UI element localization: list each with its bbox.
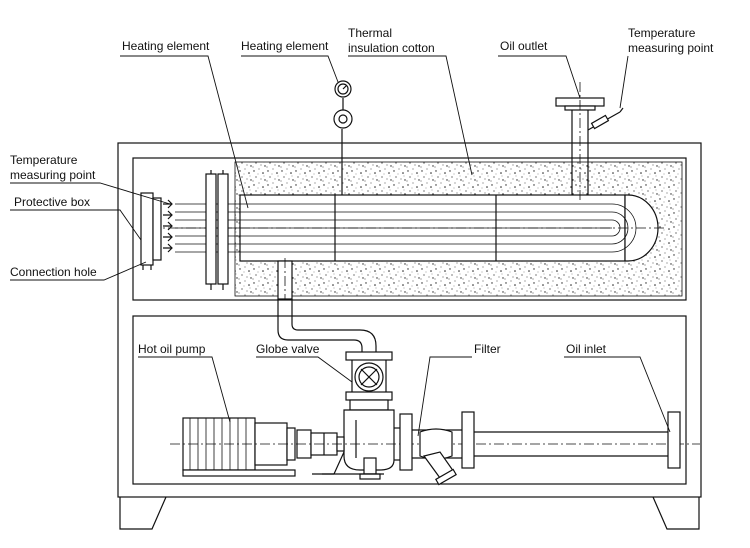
heating-tubes <box>175 203 637 253</box>
pump-casing <box>312 409 395 480</box>
label-protective-box: Protective box <box>14 195 90 209</box>
cabinet-frame <box>117 142 702 530</box>
label-hot-oil-pump: Hot oil pump <box>138 342 206 356</box>
pump-motor <box>182 417 296 477</box>
protective-box <box>140 192 162 270</box>
label-oil-outlet: Oil outlet <box>500 39 548 53</box>
temperature-probe-top <box>587 107 624 131</box>
inlet-pipeline <box>394 411 681 471</box>
label-connection-hole: Connection hole <box>10 265 97 279</box>
oil-outlet-pipe <box>555 82 605 200</box>
label-oil-inlet: Oil inlet <box>566 342 607 356</box>
inlet-flange <box>205 170 229 290</box>
y-strainer-filter <box>419 428 457 486</box>
pressure-gauge <box>333 80 353 195</box>
connecting-pipe <box>277 258 377 358</box>
label-thermal-line1: Thermal <box>348 26 392 40</box>
label-temp-left-line2: measuring point <box>10 168 96 182</box>
heater-shell <box>150 194 665 262</box>
label-heating-element-gauge: Heating element <box>241 39 329 53</box>
gauge-icon <box>334 80 352 98</box>
label-temp-top-line1: Temperature <box>628 26 696 40</box>
label-globe-valve: Globe valve <box>256 342 320 356</box>
leader-lines <box>10 55 671 437</box>
label-filter: Filter <box>474 342 501 356</box>
terminal-studs <box>163 199 173 253</box>
handwheel-icon <box>354 362 384 392</box>
label-thermal-line2: insulation cotton <box>348 41 435 55</box>
label-temp-left-line1: Temperature <box>10 153 78 167</box>
label-heating-element-left: Heating element <box>122 39 210 53</box>
globe-valve <box>345 351 393 411</box>
label-temp-top-line2: measuring point <box>628 41 714 55</box>
diagram-labels: Heating element Heating element Thermal … <box>10 26 714 356</box>
